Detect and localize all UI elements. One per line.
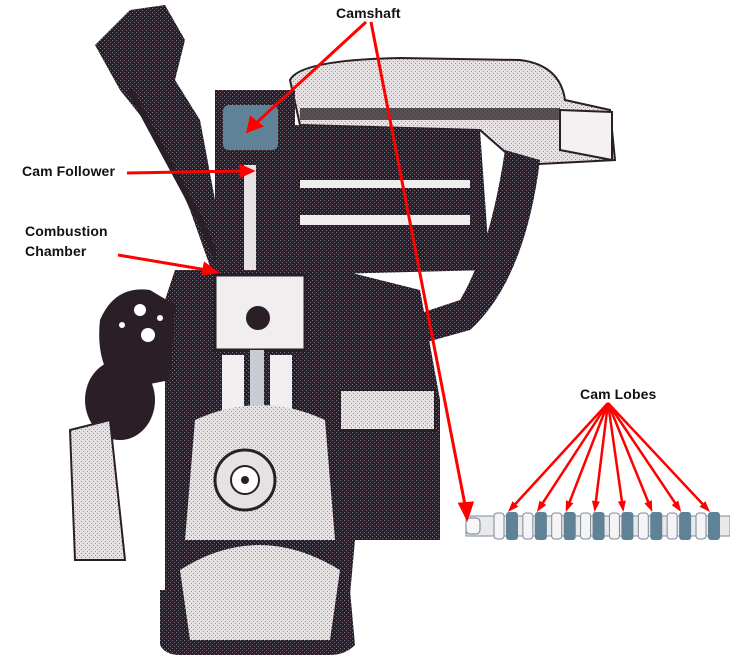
cam-follower-arrow	[126, 169, 244, 175]
engine-block	[165, 270, 440, 540]
cam-lobe	[708, 512, 720, 540]
air-cleaner	[288, 56, 617, 167]
combustion-chamber-label-line2: Chamber	[25, 243, 87, 259]
cam-lobe	[534, 512, 547, 540]
cam-lobe-arrowhead	[671, 500, 682, 512]
cam-lobe	[563, 512, 576, 540]
cam-lobe-arrow	[512, 402, 609, 507]
cam-lobe-arrow	[606, 402, 678, 507]
cam-journal	[695, 512, 707, 540]
cam-lobe	[679, 512, 692, 540]
cam-lobe-arrowhead	[591, 500, 600, 512]
oil-sump	[160, 540, 355, 655]
timing-cover	[68, 289, 175, 561]
cam-lobe-arrow	[594, 402, 610, 505]
cam-lobe	[592, 512, 605, 540]
radiator-hose	[370, 150, 540, 355]
oil-filter	[339, 389, 436, 431]
camshaft-arrow-head	[252, 20, 368, 127]
cam-journal	[493, 512, 505, 540]
cam-journal	[608, 512, 620, 540]
combustion-chamber-arrow	[117, 253, 208, 272]
cam-journal	[666, 512, 678, 540]
cam-lobe-arrowhead	[617, 500, 626, 512]
cam-lobe-arrow	[540, 402, 610, 506]
cam-lobe-arrowhead	[508, 501, 519, 512]
cam-lobe	[506, 512, 518, 540]
cam-lobe-arrow	[606, 402, 624, 505]
cam-lobe-arrowhead	[644, 500, 653, 512]
cam-lobe	[621, 512, 634, 540]
cam-lobe-arrowhead	[699, 501, 710, 512]
cam-follower-label: Cam Follower	[22, 163, 115, 179]
distributor-leads	[95, 5, 232, 272]
cam-lobe-arrowhead	[536, 500, 547, 512]
callout-arrows	[117, 20, 475, 522]
cam-journal	[522, 512, 534, 540]
cam-journal	[637, 512, 649, 540]
cam-lobes-label: Cam Lobes	[580, 386, 657, 402]
cam-lobe-arrowhead	[565, 500, 574, 512]
cylinder-head	[215, 90, 490, 275]
cam-journal	[580, 512, 592, 540]
cam-lobe-arrows	[508, 402, 710, 512]
camshaft-part	[465, 512, 730, 540]
camshaft-label: Camshaft	[336, 5, 401, 21]
cam-lobe-arrow	[607, 402, 706, 508]
cam-lobe	[650, 512, 663, 540]
cam-lobe-arrow	[567, 402, 610, 505]
cam-journal	[551, 512, 563, 540]
combustion-chamber-label-line1: Combustion	[25, 223, 108, 239]
cam-lobe-arrow	[606, 402, 651, 506]
camshaft-arrow-part	[369, 21, 468, 511]
